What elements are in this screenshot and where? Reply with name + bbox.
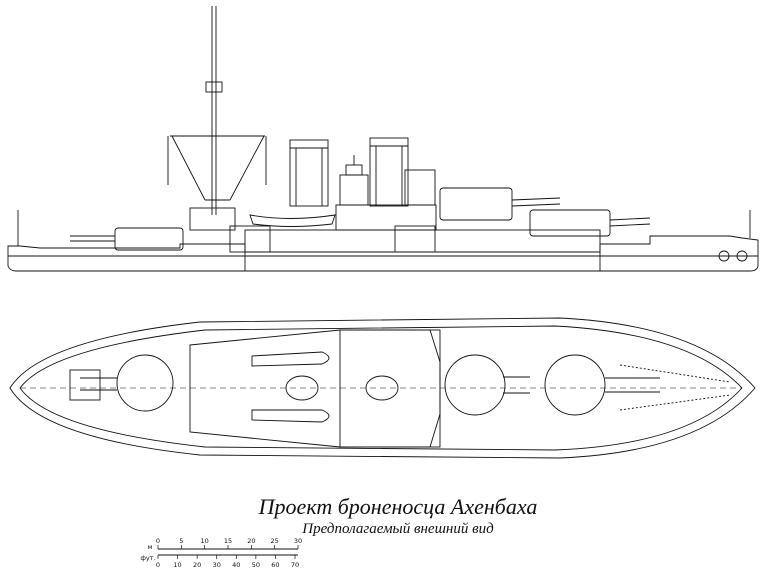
drawing-title: Проект броненосца Ахенбаха xyxy=(258,494,538,519)
scale-top-label: 15 xyxy=(224,537,232,545)
hull-side xyxy=(7,235,759,272)
boats-plan xyxy=(251,351,330,423)
turret-plan-fore-1 xyxy=(444,354,506,416)
scale-bottom-label: 50 xyxy=(252,561,260,569)
scale-unit-top: м xyxy=(148,543,153,551)
fore-turret-side xyxy=(439,187,651,237)
drawing-subtitle: Предполагаемый внешний вид xyxy=(302,521,494,537)
scale-bottom-label: 60 xyxy=(271,561,279,569)
scale-top-label: 30 xyxy=(294,537,302,545)
scale-bottom-label: 30 xyxy=(213,561,221,569)
funnel-fore xyxy=(289,139,329,207)
boat-side xyxy=(249,214,336,227)
scale-bottom-label: 40 xyxy=(232,561,240,569)
scale-top-label: 20 xyxy=(247,537,255,545)
scale-bottom-label: 10 xyxy=(173,561,181,569)
scale-bottom-label: 70 xyxy=(291,561,299,569)
scale-bottom-label: 20 xyxy=(193,561,201,569)
turret-plan-aft xyxy=(116,354,174,412)
mast xyxy=(167,6,267,231)
scale-bar xyxy=(158,548,298,556)
side-elevation xyxy=(7,6,759,272)
plan-view xyxy=(9,317,756,459)
aft-turret-side xyxy=(70,227,184,251)
scale-top-label: 0 xyxy=(156,537,160,545)
scale-bottom-label: 0 xyxy=(156,561,160,569)
scale-top-label: 25 xyxy=(271,537,279,545)
scale-top-label: 10 xyxy=(201,537,209,545)
hull-plan xyxy=(9,317,756,459)
funnel-aft xyxy=(369,137,409,207)
scale-unit-bottom: фут. xyxy=(140,554,155,562)
scale-top-label: 5 xyxy=(179,537,183,545)
turret-plan-fore-2 xyxy=(544,354,606,416)
